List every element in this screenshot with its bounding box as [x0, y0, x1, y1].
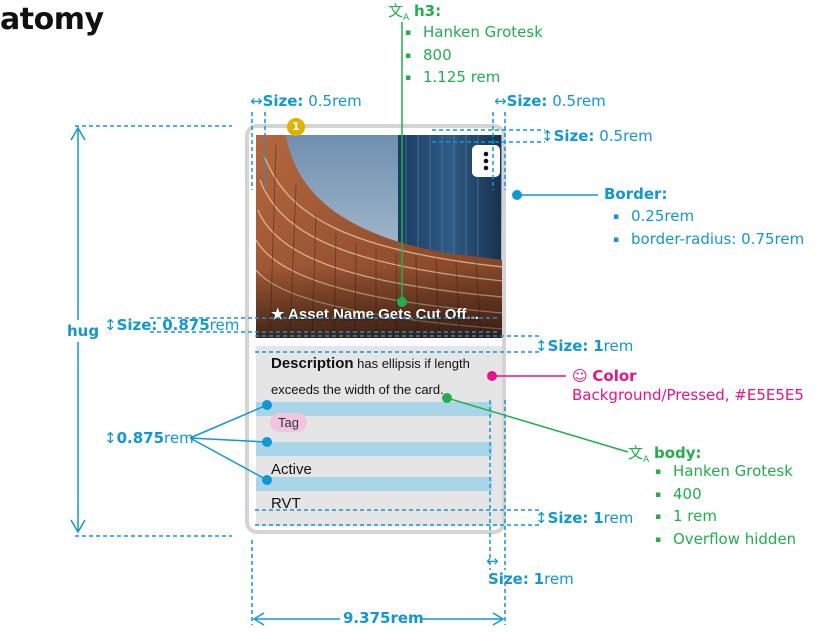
- size-label: Size:: [488, 570, 529, 588]
- vertical-arrow-icon: ↕: [104, 429, 117, 447]
- status-text: Active: [271, 461, 312, 478]
- h3-annotation: 文A h3:: [388, 0, 441, 23]
- vertical-arrow-icon: ↕: [104, 316, 117, 334]
- row-gap-1: [256, 402, 492, 416]
- translate-icon: 文A: [388, 2, 410, 23]
- size-top-annotation: ↕Size: 0.5rem: [541, 127, 653, 145]
- size-value: 1: [593, 337, 604, 355]
- size-label: Size:: [547, 509, 589, 527]
- tag-chip[interactable]: Tag: [270, 413, 307, 432]
- width-label: 9.375rem: [343, 609, 424, 627]
- border-annotation: Border:: [604, 185, 667, 203]
- body-specs: Hanken Grotesk 400 1 rem Overflow hidden: [655, 461, 796, 551]
- vertical-arrow-icon: ↕: [535, 509, 548, 527]
- description-body: has ellipsis if length exceeds the width…: [271, 356, 470, 397]
- body-size: 1 rem: [655, 506, 796, 529]
- vertical-arrow-icon: ↕: [535, 337, 548, 355]
- translate-icon: 文A: [628, 444, 650, 465]
- dots-vertical-icon: [483, 151, 489, 171]
- body-overflow: Overflow hidden: [655, 529, 796, 552]
- row-gap-2: [256, 442, 492, 456]
- color-title: Color: [592, 367, 637, 385]
- h3-size: 1.125 rem: [405, 67, 543, 90]
- horizontal-arrow-icon: ↔: [250, 92, 263, 110]
- size-value: 1: [533, 570, 545, 588]
- row-gap-value: 0.875: [116, 429, 165, 447]
- body-font: Hanken Grotesk: [655, 461, 796, 484]
- description-text: Description has ellipsis if length excee…: [271, 351, 496, 403]
- body-title: body:: [653, 444, 702, 462]
- color-value: Background/Pressed, #E5E5E5: [572, 386, 804, 404]
- size-label: Size:: [116, 316, 158, 334]
- size-unit: rem: [209, 316, 240, 334]
- h3-specs: Hanken Grotesk 800 1.125 rem: [405, 22, 543, 90]
- size-label: Size:: [506, 92, 548, 110]
- border-title: Border:: [604, 185, 668, 203]
- vertical-arrow-icon: ↕: [541, 127, 554, 145]
- h3-title: h3:: [413, 2, 442, 20]
- h3-weight: 800: [405, 45, 543, 68]
- body-weight: 400: [655, 484, 796, 507]
- size-right-annotation: ↔Size: 0.5rem: [494, 92, 606, 110]
- card-body: Description has ellipsis if length excee…: [256, 346, 502, 526]
- size-value: 0.5rem: [308, 92, 362, 110]
- size-value: 0.5rem: [552, 92, 606, 110]
- file-type-text: RVT: [271, 495, 301, 512]
- row-gap-3: [256, 477, 492, 491]
- color-annotation: ☺ Color: [572, 367, 637, 385]
- right-padding-arrow: ↔: [486, 552, 499, 570]
- size-value: 1: [593, 509, 604, 527]
- image-gap-annotation: ↕Size: 1rem: [535, 337, 633, 355]
- bottom-padding-annotation: ↕Size: 1rem: [535, 509, 633, 527]
- border-radius: border-radius: 0.75rem: [613, 229, 804, 252]
- asset-thumbnail: ★ Asset Name Gets Cut Off...: [256, 135, 502, 338]
- size-label: Size:: [262, 92, 304, 110]
- h3-font: Hanken Grotesk: [405, 22, 543, 45]
- title-gap-annotation: ↕Size: 0.875rem: [104, 316, 239, 334]
- more-options-button[interactable]: [472, 145, 500, 177]
- size-value: 0.875: [162, 316, 210, 334]
- size-label: Size:: [547, 337, 589, 355]
- size-unit: rem: [603, 509, 634, 527]
- size-label: Size:: [553, 127, 595, 145]
- size-unit: rem: [603, 337, 634, 355]
- size-left-annotation: ↔Size: 0.5rem: [250, 92, 362, 110]
- row-gap-annotation: ↕0.875rem: [104, 429, 194, 447]
- right-padding-annotation: Size: 1rem: [488, 570, 574, 588]
- asset-card[interactable]: ★ Asset Name Gets Cut Off... Description…: [245, 124, 506, 534]
- horizontal-arrow-icon: ↔: [494, 92, 507, 110]
- row-gap-unit: rem: [164, 429, 194, 447]
- size-unit: rem: [544, 570, 574, 588]
- description-label: Description: [271, 355, 354, 372]
- body-annotation: 文A body:: [628, 442, 702, 465]
- hug-label: hug: [65, 322, 102, 340]
- size-value: 0.5rem: [599, 127, 653, 145]
- palette-icon: ☺: [572, 367, 588, 385]
- notification-badge: 1: [287, 118, 305, 136]
- border-specs: 0.25rem border-radius: 0.75rem: [613, 206, 804, 251]
- page-title: atomy: [0, 2, 104, 37]
- border-width: 0.25rem: [613, 206, 804, 229]
